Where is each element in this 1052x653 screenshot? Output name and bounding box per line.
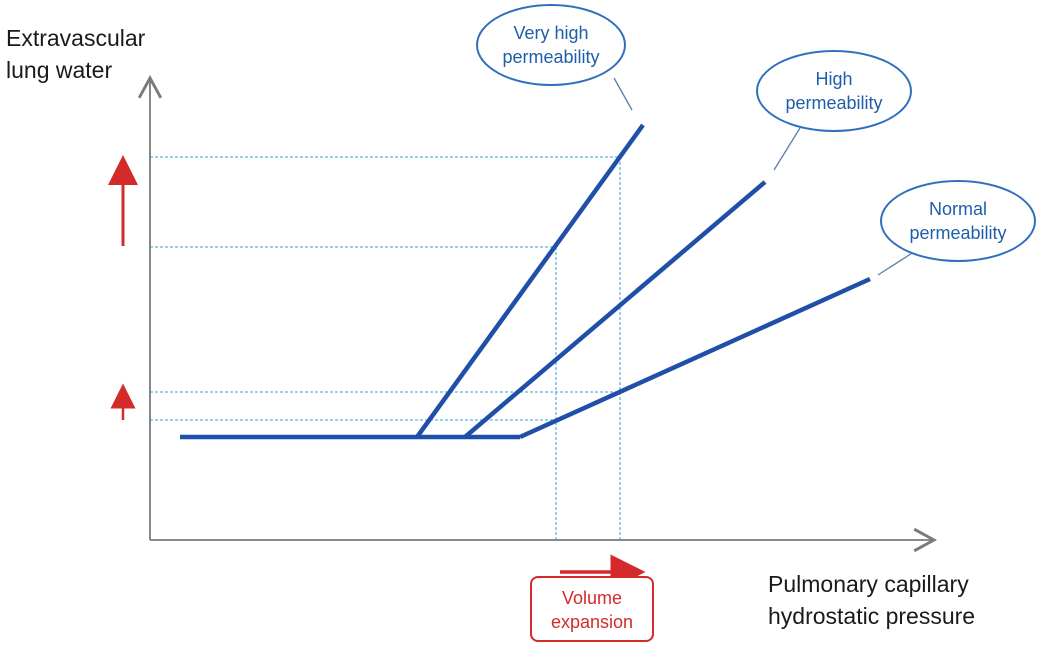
label-very-high-line2: permeability bbox=[502, 47, 600, 67]
label-high-line2: permeability bbox=[785, 93, 883, 113]
label-very-high-line1: Very high bbox=[513, 23, 589, 43]
label-normal-line2: permeability bbox=[909, 223, 1007, 243]
connector-very-high bbox=[613, 77, 633, 111]
label-normal-permeability: Normal permeability bbox=[880, 180, 1036, 262]
volume-expansion-line2: expansion bbox=[550, 612, 634, 632]
connector-high bbox=[773, 127, 801, 171]
label-very-high-permeability: Very high permeability bbox=[476, 4, 626, 86]
guide-lines bbox=[150, 156, 621, 540]
volume-expansion-box: Volume expansion bbox=[530, 576, 654, 642]
y-axis-title-line2: lung water bbox=[6, 57, 113, 83]
curve-high bbox=[463, 180, 767, 439]
y-axis-title-line1: Extravascular bbox=[6, 25, 146, 51]
curves bbox=[180, 123, 871, 440]
label-high-permeability: High permeability bbox=[756, 50, 912, 132]
curve-very-high bbox=[415, 123, 645, 439]
x-axis-title-line2: hydrostatic pressure bbox=[768, 603, 976, 629]
label-high-line1: High bbox=[815, 69, 853, 89]
x-axis-title: Pulmonary capillary hydrostatic pressure bbox=[768, 568, 975, 632]
curve-normal bbox=[519, 276, 871, 440]
label-normal-line1: Normal bbox=[928, 199, 987, 219]
x-axis-title-line1: Pulmonary capillary bbox=[768, 571, 969, 597]
volume-expansion-line1: Volume bbox=[561, 588, 623, 608]
y-axis-title: Extravascular lung water bbox=[6, 22, 145, 86]
